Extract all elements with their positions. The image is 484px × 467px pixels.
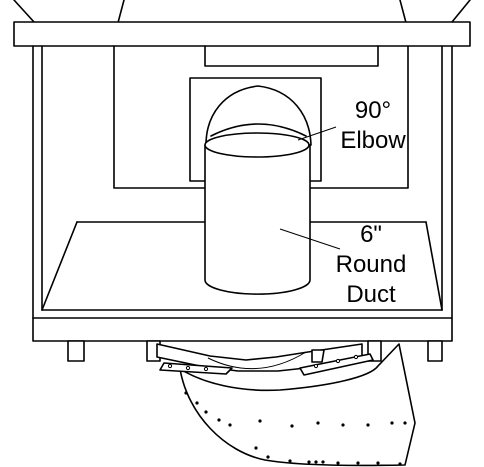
elbow-label-line1: 90°	[355, 97, 391, 124]
duct-label-line1: 6"	[360, 221, 382, 248]
duct-label-line3: Duct	[346, 281, 396, 308]
duct-mounting-brackets	[156, 343, 374, 376]
back-wall-bracket	[204, 45, 379, 67]
cabinet-enclosure	[32, 45, 453, 319]
elbow-leader-line	[297, 126, 337, 141]
hood-feet	[67, 340, 443, 362]
hood-top-trim	[13, 21, 471, 47]
duct-label-line2: Round	[336, 251, 407, 278]
duct-leader-line	[279, 228, 341, 250]
hood-bottom-trim	[32, 317, 453, 342]
duct-strap	[179, 343, 416, 467]
elbow-label-line2: Elbow	[340, 127, 406, 154]
round-duct	[204, 132, 311, 295]
90-degree-elbow	[205, 85, 312, 146]
